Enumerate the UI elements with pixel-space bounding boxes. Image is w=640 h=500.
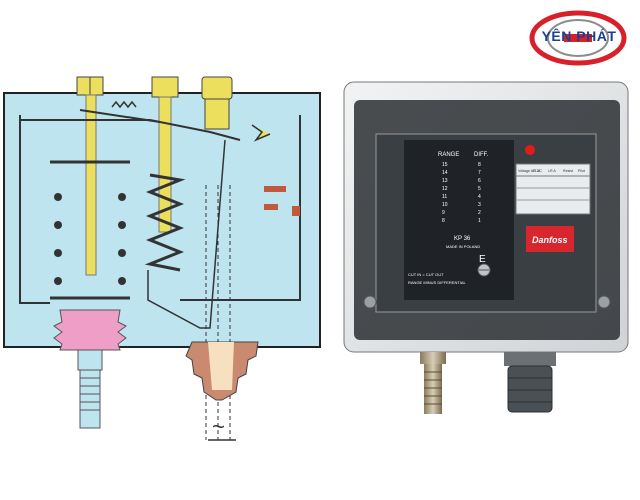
bellows xyxy=(53,309,127,351)
rating-table-header: Voltage AC DC xyxy=(518,169,542,173)
rating-table-header: Resist xyxy=(563,169,573,173)
cut-in-label: CUT IN = CUT OUT xyxy=(408,272,444,277)
diff-scale-number: 4 xyxy=(478,194,481,200)
range-scale-number: 11 xyxy=(442,194,447,200)
rating-table xyxy=(515,163,591,215)
range-scale-number: 10 xyxy=(442,202,448,208)
rating-table-header: Pilot xyxy=(578,169,585,173)
pressure-switch-photo: RANGE DIFF. 15 14 13 12 11 10 9 8 8 7 6 5 4 3 2 1 KP 3… xyxy=(343,81,629,414)
range-scale-number: 8 xyxy=(442,218,445,224)
range-title: RANGE xyxy=(438,152,459,158)
reset-screw xyxy=(201,76,233,130)
scale-plate xyxy=(404,140,514,300)
cover-screw-left xyxy=(363,295,377,309)
small-spring xyxy=(111,100,137,109)
diff-scale-number: 8 xyxy=(478,162,481,168)
switch-contacts xyxy=(264,186,300,216)
range-scale-number: 13 xyxy=(442,178,448,184)
brand-logo: YÊN PHÁT xyxy=(528,8,628,68)
differential-spring xyxy=(144,173,186,272)
ac-symbol: ~ xyxy=(212,414,225,439)
pressure-inlet-fitting xyxy=(420,352,446,414)
pressure-connection xyxy=(77,349,103,429)
range-scale: 15 14 13 12 11 10 9 8 xyxy=(442,162,448,224)
logo-brand-text: YÊN PHÁT xyxy=(541,28,617,44)
rating-table-header: LR A xyxy=(548,169,556,173)
cut-out-label: RANGE MINUS DIFFERENTIAL xyxy=(408,280,467,285)
indicator-light xyxy=(525,145,535,155)
pressure-switch-diagram: ~ xyxy=(3,76,321,441)
danfoss-brand: Danfoss xyxy=(532,235,568,245)
diff-scale-number: 5 xyxy=(478,186,481,192)
cable-gland xyxy=(185,341,259,401)
rating-table-header: FL A xyxy=(533,169,541,173)
diff-scale-number: 6 xyxy=(478,178,481,184)
made-in-label: MADE IN POLAND xyxy=(446,244,480,249)
range-scale-number: 14 xyxy=(442,170,448,176)
logo-ring-icon xyxy=(529,10,627,66)
range-screw xyxy=(76,76,104,276)
diff-scale-number: 1 xyxy=(478,218,481,224)
range-scale-number: 12 xyxy=(442,186,448,192)
diff-scale-number: 3 xyxy=(478,202,481,208)
range-scale-number: 9 xyxy=(442,210,445,216)
diff-scale-number: 7 xyxy=(478,170,481,176)
cable-gland-fitting xyxy=(504,352,556,413)
model-label: KP 36 xyxy=(454,236,471,242)
earth-symbol: E xyxy=(479,254,486,265)
diff-scale: 8 7 6 5 4 3 2 1 xyxy=(478,162,481,224)
snap-contact xyxy=(251,124,271,142)
danfoss-brand-plate xyxy=(526,226,574,252)
main-spring-coils xyxy=(54,193,126,285)
diff-scale-number: 2 xyxy=(478,210,481,216)
range-scale-number: 15 xyxy=(442,162,448,168)
diff-title: DIFF. xyxy=(474,152,489,158)
cover-screw-right xyxy=(597,295,611,309)
